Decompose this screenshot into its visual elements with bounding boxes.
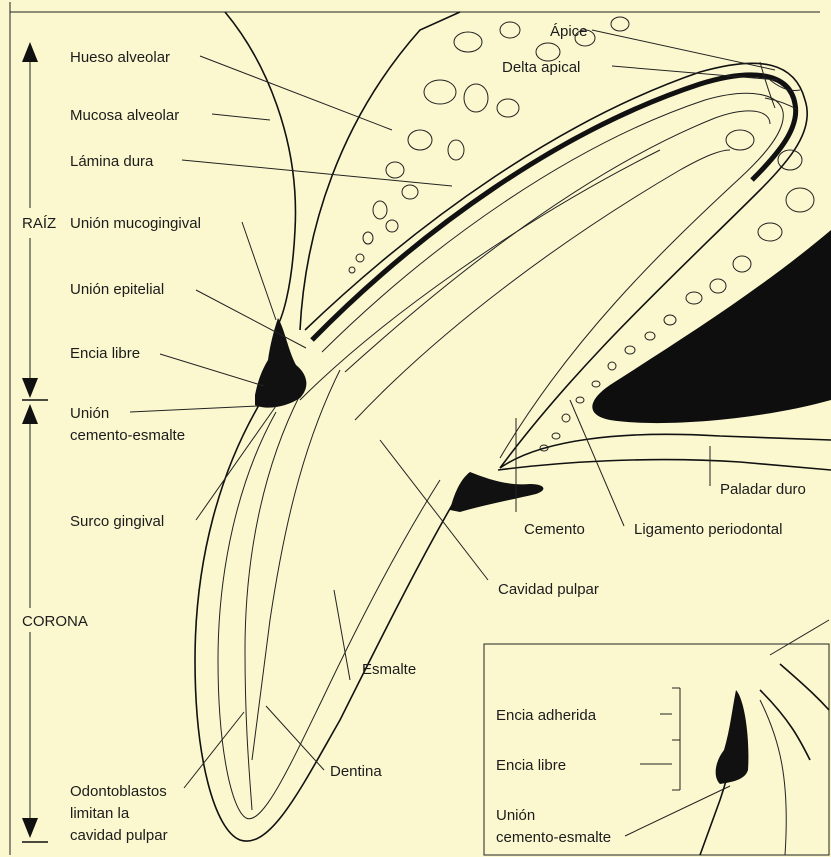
mucosa-contour [225,12,295,330]
enamel-inner [218,412,440,819]
label-dentina: Dentina [330,763,382,780]
inset-label-union-line1: Unión [496,807,535,824]
label-mucosa-alveolar: Mucosa alveolar [70,107,179,124]
gingiva-left [255,318,306,408]
hard-palate-upper [500,434,831,468]
label-paladar-duro: Paladar duro [720,481,806,498]
label-odontoblastos-line1: Odontoblastos [70,783,167,800]
pulp-cavity-left [252,370,340,760]
label-esmalte: Esmalte [362,661,416,678]
alveolar-bone-outline [300,12,460,330]
label-surco-gingival: Surco gingival [70,513,164,530]
lamina-dura-dark [312,75,796,340]
label-raiz: RAÍZ [22,215,56,232]
label-lamina-dura: Lámina dura [70,153,154,170]
label-union-epitelial: Unión epitelial [70,281,164,298]
label-odontoblastos-line3: cavidad pulpar [70,827,168,844]
label-corona: CORONA [22,613,88,630]
nasal-cavity [592,230,831,423]
label-union-mucogingival: Unión mucogingival [70,215,201,232]
inset-label-encia-adherida: Encia adherida [496,707,597,724]
inset-label-union-line2: cemento-esmalte [496,829,611,846]
inset-panel [484,620,829,855]
label-union-cemento-line2: cemento-esmalte [70,427,185,444]
label-ligamento-periodontal: Ligamento periodontal [634,521,782,538]
label-cemento: Cemento [524,521,585,538]
inset-label-encia-libre: Encia libre [496,757,566,774]
label-union-cemento-line1: Unión [70,405,109,422]
label-encia-libre: Encia libre [70,345,140,362]
hard-palate-lower [498,460,831,470]
label-hueso-alveolar: Hueso alveolar [70,49,170,66]
label-cavidad-pulpar: Cavidad pulpar [498,581,599,598]
label-apice: Ápice [550,23,588,40]
gingiva-right [450,472,543,512]
label-odontoblastos-line2: limitan la [70,805,130,822]
label-delta-apical: Delta apical [502,59,580,76]
